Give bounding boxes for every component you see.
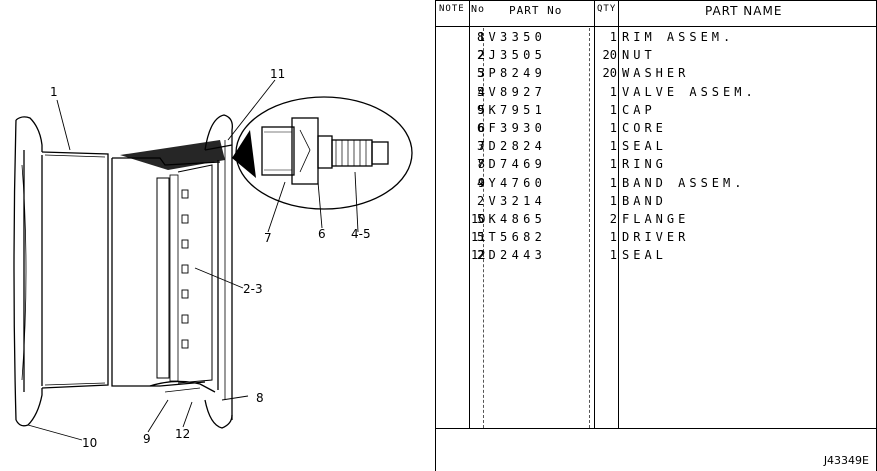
part-name-cell: VALVE ASSEM. [622, 84, 757, 99]
quantity-cell: 1 [609, 230, 617, 245]
quantity-cell: 20 [602, 66, 617, 81]
rim-right-half [111, 114, 233, 429]
table-left-border [435, 0, 436, 471]
footer-divider [435, 428, 877, 429]
part-name-cell: RIM ASSEM. [622, 30, 735, 44]
part-number-cell: 4Y4760 [477, 175, 547, 190]
note-cell: 3 [477, 66, 485, 81]
note-cell: 8 [477, 157, 485, 172]
part-name-cell: DRIVER [622, 230, 690, 245]
note-cell: 1 [477, 30, 485, 44]
part-name-cell: FLANGE [622, 212, 690, 226]
header-note: NOTE [439, 4, 465, 14]
col-divider-qty [618, 0, 619, 428]
part-number-cell: 2J3505 [477, 48, 547, 63]
quantity-cell: 1 [609, 84, 617, 99]
table-row: 2V3214 1 BAND [435, 194, 877, 212]
note-cell: 4 [477, 84, 485, 99]
part-number-cell: 5V8927 [477, 84, 547, 99]
callout-8: 8 [256, 391, 264, 405]
quantity-cell: 1 [609, 157, 617, 172]
quantity-cell: 1 [609, 139, 617, 154]
quantity-cell: 1 [609, 121, 617, 135]
part-name-cell: WASHER [622, 66, 690, 81]
note-cell: 11 [471, 230, 486, 245]
callout-11: 11 [270, 67, 285, 81]
part-name-cell: CAP [622, 102, 656, 117]
note-cell: 7 [477, 139, 485, 154]
part-number-cell: 5P8249 [477, 66, 547, 81]
callout-4-5: 4-5 [351, 227, 371, 241]
part-number-cell: 3D2824 [477, 139, 547, 154]
part-name-cell: RING [622, 157, 667, 172]
quantity-cell: 1 [609, 30, 617, 44]
quantity-cell: 1 [609, 102, 617, 117]
header-qty: QTY [597, 4, 617, 14]
callout-12: 12 [175, 427, 190, 441]
callout-10: 10 [82, 436, 97, 450]
header-part-name: PART NAME [705, 4, 783, 18]
note-cell: 9 [477, 175, 485, 190]
leader-lines [27, 79, 359, 441]
callout-2-3: 2-3 [243, 282, 263, 296]
quantity-cell: 1 [609, 175, 617, 190]
part-number-cell: 2V3214 [477, 193, 547, 208]
header-no: No [471, 4, 486, 15]
note-cell: 12 [471, 248, 486, 263]
callout-6: 6 [318, 227, 326, 241]
part-name-cell: BAND [622, 193, 667, 208]
note-cell: 2 [477, 48, 485, 63]
part-name-cell: SEAL [622, 248, 667, 263]
part-number-cell: 9K7951 [477, 102, 547, 117]
col-divider-part [594, 0, 595, 428]
part-number-cell: 2D2443 [477, 248, 547, 263]
rim-left-half [13, 116, 109, 427]
quantity-cell: 1 [609, 193, 617, 208]
part-name-cell: NUT [622, 48, 656, 63]
quantity-cell: 20 [602, 48, 617, 63]
part-name-cell: SEAL [622, 139, 667, 154]
valve-inset [232, 96, 413, 210]
callout-7: 7 [264, 231, 272, 245]
part-number-cell: 5T5682 [477, 230, 547, 245]
part-name-cell: BAND ASSEM. [622, 175, 746, 190]
header-part-no: PART No [509, 4, 563, 17]
table-top-border [435, 0, 877, 1]
col-divider-qty-dashed [589, 28, 590, 428]
header-divider [435, 26, 877, 27]
note-cell: 6 [477, 121, 485, 135]
col-divider-note [469, 0, 470, 428]
part-number-cell: 7D7469 [477, 157, 547, 172]
note-cell: 5 [477, 102, 485, 117]
rim-assembly-drawing: 1 11 7 6 4-5 2-3 8 10 9 12 [13, 67, 413, 450]
quantity-cell: 2 [609, 212, 617, 226]
callout-9: 9 [143, 432, 151, 446]
driver-detail [120, 140, 233, 170]
col-divider-no [483, 28, 484, 428]
part-number-cell: 5K4865 [477, 212, 547, 226]
quantity-cell: 1 [609, 248, 617, 263]
part-name-cell: CORE [622, 121, 667, 135]
part-number-cell: 8V3350 [477, 30, 547, 44]
note-cell: 10 [471, 212, 486, 226]
drawing-number: J43349E [823, 454, 869, 467]
part-number-cell: 6F3930 [477, 121, 547, 135]
callout-1: 1 [50, 85, 58, 99]
